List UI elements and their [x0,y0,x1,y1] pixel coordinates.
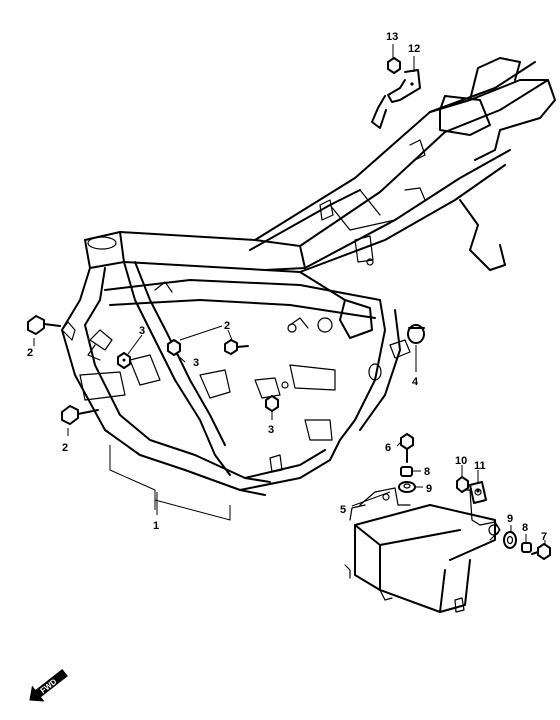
bolt-2-center [224,339,249,355]
callout-12: 12 [408,43,420,55]
bolt-13 [387,57,401,74]
callout-3-lower: 3 [268,424,274,436]
nut-10 [456,476,469,493]
callout-5: 5 [340,504,346,516]
frame-callout-bracket [109,445,231,521]
nut-3-left [117,352,131,369]
main-frame [61,57,556,496]
collar-8-lower [521,542,532,553]
callout-2-center: 2 [224,320,230,332]
callout-3-left: 3 [139,325,145,337]
callout-13: 13 [386,31,398,43]
callout-9-lower: 9 [507,513,513,525]
bolt-2-left-lower [61,405,99,425]
callout-2-left-upper: 2 [27,347,33,359]
bolt-6 [400,433,414,463]
callout-7: 7 [541,531,547,543]
collar-8-upper [400,466,413,477]
bolt-7 [531,543,551,560]
nut-3-center [167,339,181,356]
callout-9-upper: 9 [426,483,432,495]
grommet-9-lower [503,531,517,549]
callout-8-upper: 8 [424,466,430,478]
callout-2-left-lower: 2 [62,442,68,454]
fwd-arrow-icon: FWD [29,669,68,702]
callout-1: 1 [153,520,159,532]
bracket-12 [371,69,421,129]
callout-labels: 13 12 2 3 2 3 2 3 4 1 5 6 8 9 10 11 9 8 … [27,31,547,543]
bolt-2-left-upper [27,315,61,335]
callout-11: 11 [474,460,486,472]
leader-lines [33,44,546,544]
grommet-9-upper [398,481,416,493]
callout-4: 4 [412,376,419,388]
cap-4 [407,324,425,344]
callout-10: 10 [455,455,467,467]
callout-8-lower: 8 [522,522,528,534]
battery-case-5 [344,487,501,613]
callout-6: 6 [385,442,391,454]
bracket-11 [469,481,487,504]
callout-3-center: 3 [193,357,199,369]
nut-3-lower [265,395,279,412]
